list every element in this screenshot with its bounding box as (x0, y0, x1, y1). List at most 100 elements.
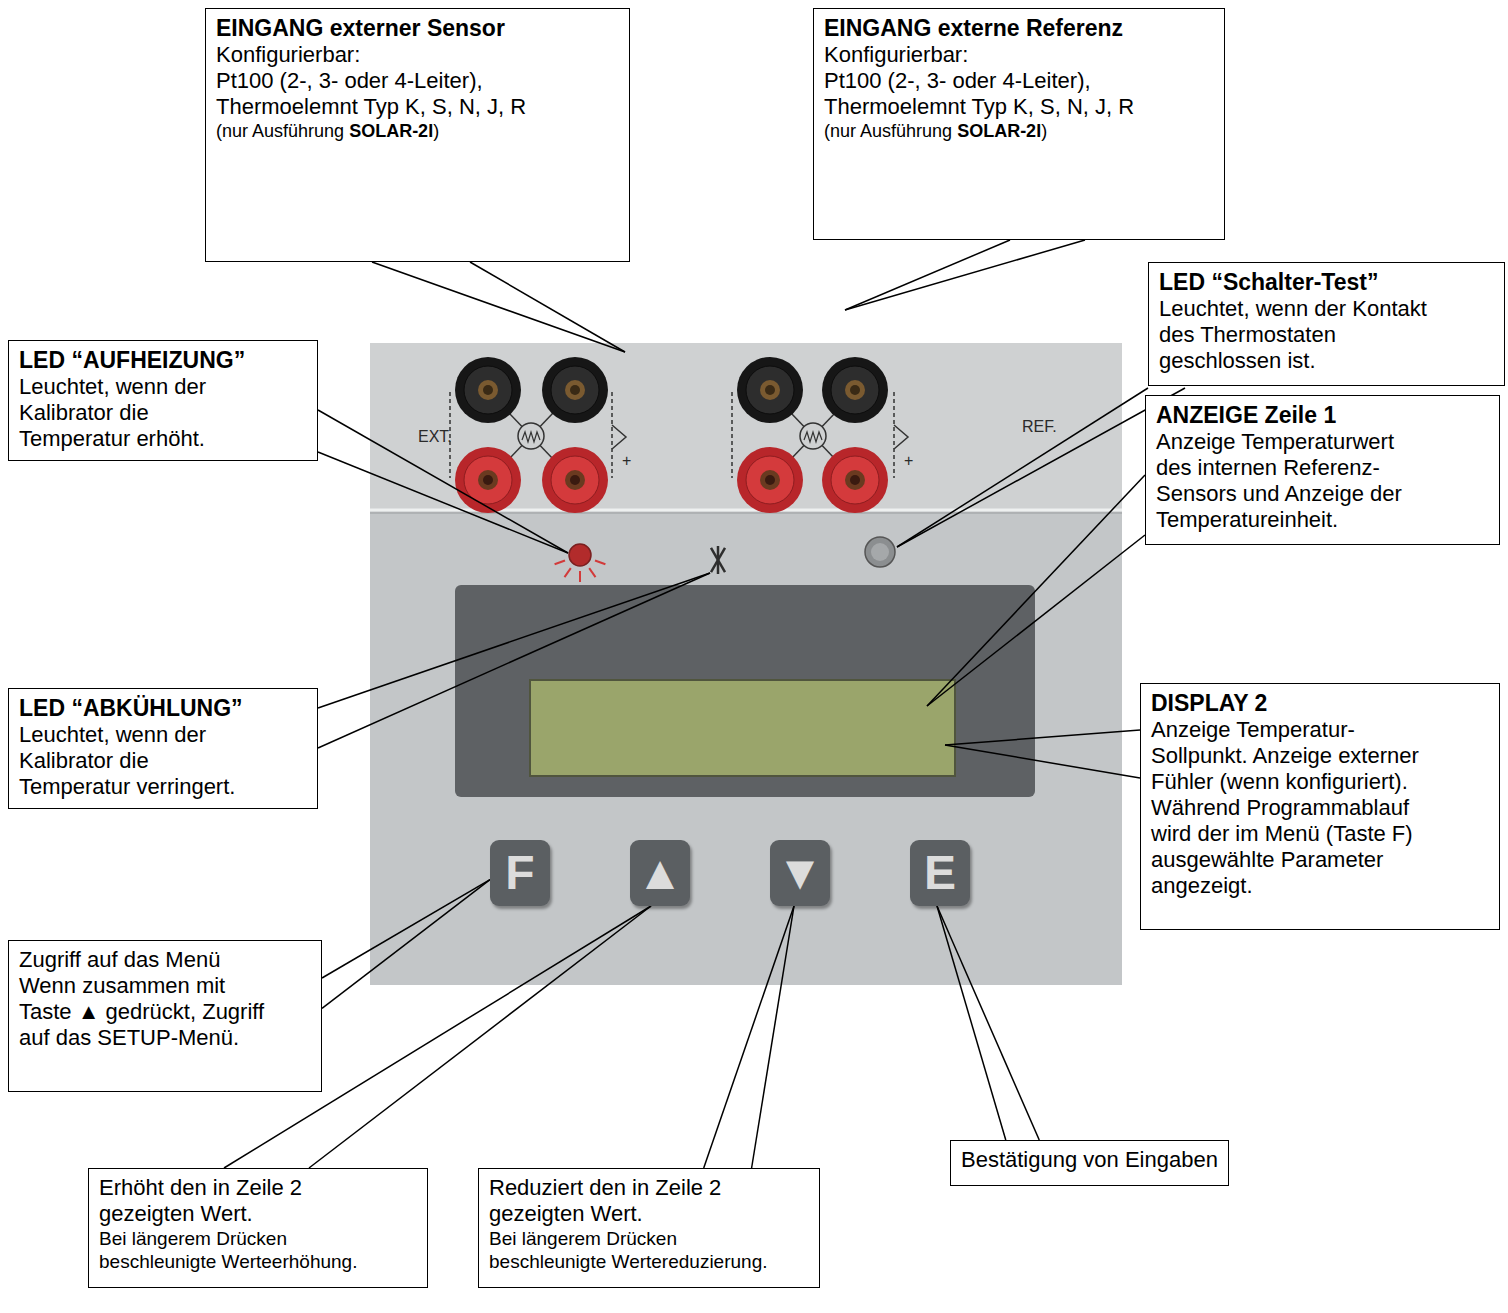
button-label: ▼ (776, 849, 824, 897)
model-name: SOLAR-2I (349, 121, 433, 141)
callout-text: Reduziert den in Zeile 2 gezeigten Wert. (489, 1175, 789, 1227)
dashed-wire (611, 392, 613, 478)
thermocouple-symbol (612, 425, 626, 449)
red-jack (455, 447, 521, 513)
leader-line (318, 452, 568, 553)
callout-text: Leuchtet, wenn der Kalibrator die Temper… (19, 722, 254, 800)
leader-line (318, 410, 568, 553)
callout-text: Leuchtet, wenn der Kontakt des Thermosta… (1159, 296, 1459, 374)
panel-label: REF. (1022, 418, 1057, 436)
note-text: ) (433, 121, 439, 141)
callout-box: Zugriff auf das MenüWenn zusammen mit Ta… (8, 940, 322, 1092)
jack-hole (760, 380, 780, 400)
button-label: E (924, 849, 956, 897)
callout-text: Pt100 (2-, 3- oder 4-Leiter), Thermoelem… (824, 68, 1214, 120)
callout-box: Erhöht den in Zeile 2 gezeigten Wert.Bei… (88, 1168, 428, 1288)
led-ray (589, 568, 595, 577)
switch-test-led (871, 543, 889, 561)
cross-wire (790, 412, 836, 460)
jack-hole (850, 385, 860, 395)
leader-line (945, 745, 1140, 778)
callout-text: Bei längerem Drücken beschleunigte Werte… (99, 1227, 399, 1273)
note-text: (nur Ausführung (216, 121, 344, 141)
callout-text: Bei längerem Drücken beschleunigte Werte… (489, 1227, 789, 1273)
note-text: ) (1041, 121, 1047, 141)
led-ray (555, 561, 565, 565)
black-jack (551, 366, 599, 414)
panel-edge (370, 513, 1122, 514)
red-jack (831, 456, 879, 504)
button-label: ▲ (636, 849, 684, 897)
note-line: (nur AusführungSOLAR-2I) (216, 120, 616, 142)
callout-text: Pt100 (2-, 3- oder 4-Leiter), Thermoelem… (216, 68, 616, 120)
resistor-symbol (518, 423, 544, 449)
leader-line (318, 573, 710, 748)
jack-hole (483, 385, 493, 395)
leader-line (937, 906, 1039, 1140)
dashed-wire (731, 392, 733, 478)
leader-stroke (937, 906, 1006, 1140)
panel-button: F (490, 840, 550, 906)
front-section (370, 510, 1122, 985)
panel-label: EXT. (418, 428, 452, 446)
button-label: F (505, 849, 534, 897)
black-jack (455, 357, 521, 423)
leader-line (897, 388, 1185, 547)
jack-hole (565, 470, 585, 490)
callout-heading: LED “Schalter-Test” (1159, 269, 1459, 296)
black-jack (746, 366, 794, 414)
dashed-wire (893, 392, 895, 478)
callout-box: LED “Schalter-Test”Leuchtet, wenn der Ko… (1148, 262, 1505, 386)
callout-heading: DISPLAY 2 (1151, 690, 1451, 717)
note-line: (nur AusführungSOLAR-2I) (824, 120, 1214, 142)
jack-hole (478, 470, 498, 490)
leader-stroke (752, 906, 794, 1168)
callout-box: EINGANG externe ReferenzKonfigurierbar:P… (813, 8, 1225, 240)
leader-stroke (937, 906, 1039, 1140)
jack-hole (565, 380, 585, 400)
led-ray (565, 568, 571, 577)
leader-stroke (322, 880, 490, 978)
red-jack (822, 447, 888, 513)
resistor-symbol (522, 432, 540, 442)
red-jack (551, 456, 599, 504)
thermocouple-symbol (894, 425, 908, 449)
cross-wire (508, 412, 554, 460)
callout-heading: ANZEIGE Zeile 1 (1156, 402, 1431, 429)
panel-button: ▲ (630, 840, 690, 906)
cooling-symbol (711, 548, 725, 572)
red-jack (542, 447, 608, 513)
panel-button: E (910, 840, 970, 906)
callout-box: LED “ABKÜHLUNG”Leuchtet, wenn der Kalibr… (8, 688, 318, 809)
leader-lines (318, 240, 1185, 778)
front-panel: EXT.REF.++F▲▼E (370, 343, 1122, 985)
leader-line (470, 262, 625, 352)
callout-box: EINGANG externer SensorKonfigurierbar:Pt… (205, 8, 630, 262)
leader-line (927, 535, 1145, 706)
cross-wire (790, 412, 836, 460)
callout-heading: EINGANG externer Sensor (216, 15, 616, 42)
callout-box: LED “AUFHEIZUNG”Leuchtet, wenn der Kalib… (8, 340, 318, 461)
callout-text: Bestätigung von Eingaben (961, 1147, 1218, 1173)
black-jack (822, 357, 888, 423)
jack-hole (478, 380, 498, 400)
callout-box: Reduziert den in Zeile 2 gezeigten Wert.… (478, 1168, 820, 1288)
leader-line (927, 475, 1145, 706)
jack-hole (765, 475, 775, 485)
lcd-screen (530, 680, 955, 776)
jack-hole (845, 380, 865, 400)
callout-text: Erhöht den in Zeile 2 gezeigten Wert. (99, 1175, 399, 1227)
callout-text: Anzeige Temperatur-Sollpunkt. Anzeige ex… (1151, 717, 1451, 899)
leader-stroke (704, 906, 794, 1168)
red-jack (746, 456, 794, 504)
leader-line (704, 906, 794, 1168)
red-jack (737, 447, 803, 513)
callout-heading: LED “AUFHEIZUNG” (19, 347, 254, 374)
callout-box: ANZEIGE Zeile 1Anzeige Temperaturwert de… (1145, 395, 1500, 545)
heating-led (569, 544, 591, 566)
cross-wire (508, 412, 554, 460)
panel-label: + (622, 452, 631, 470)
panel-button: ▼ (770, 840, 830, 906)
leader-line (845, 240, 1010, 310)
jack-hole (483, 475, 493, 485)
